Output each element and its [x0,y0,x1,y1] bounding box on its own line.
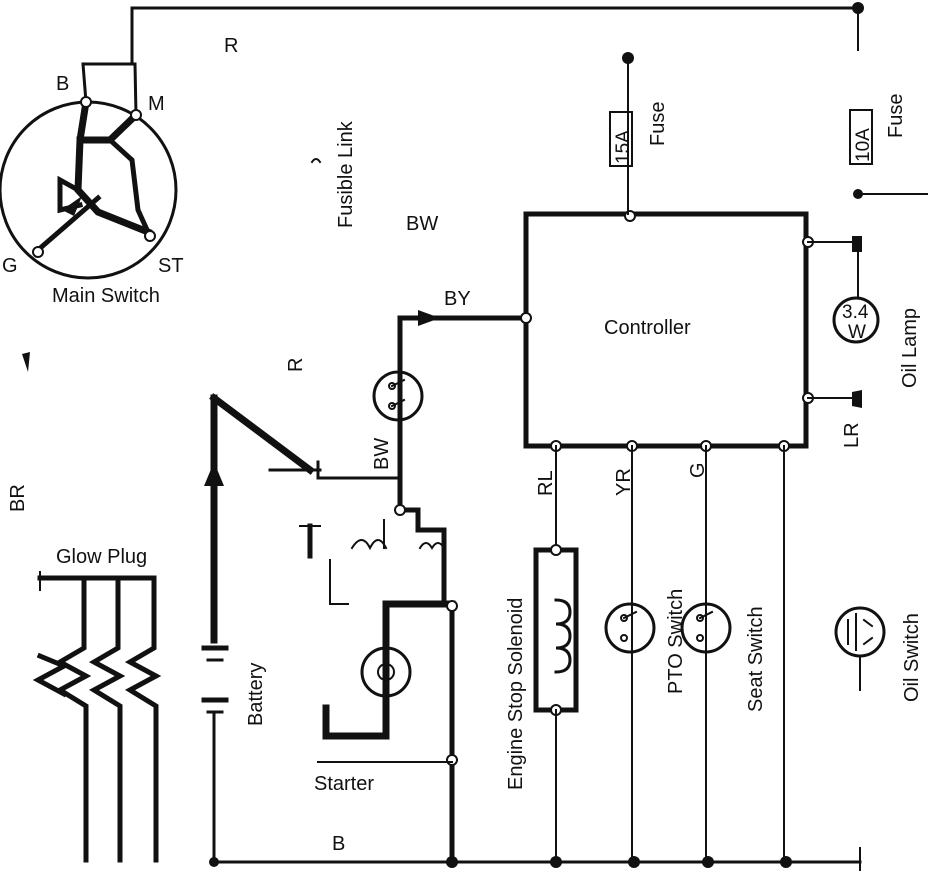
seat-switch-label: Seat Switch [745,606,767,712]
terminal-st [144,230,156,242]
terminal-m [130,109,142,121]
wire-b-bottom-label: B [332,833,345,855]
battery: Battery [201,393,322,867]
wire-r-mid-label: R [285,358,307,372]
main-switch-body [0,100,178,280]
glow-plug: Glow Plug [32,546,162,863]
pto-switch-body [604,602,656,654]
wire-lr-label: LR [841,422,863,448]
fusible-link-label: Fusible Link [335,120,357,228]
fuse-15a: 15A Fuse [609,52,669,215]
oil-lamp-label: Oil Lamp [899,308,921,388]
glow-plug-label: Glow Plug [56,546,147,568]
controller-box [523,211,809,449]
starter-motor [360,646,412,698]
engine-stop-solenoid-label: Engine Stop Solenoid [505,598,527,790]
fuse-10a-rating: 10A [853,128,874,162]
fuse-15a-label: Fuse [647,102,669,146]
fuse-10a: 10A Fuse [849,94,928,199]
starter: Starter [299,460,458,863]
controller: Controller [520,210,814,452]
oil-switch: Oil Switch [834,606,923,702]
oil-lamp-bulb [832,296,880,344]
terminal-st-label: ST [158,255,184,277]
wire-bw-mid-label: BW [371,438,393,470]
wire-rl-label: RL [535,470,557,496]
relay: BW [371,370,424,470]
main-switch-label: Main Switch [52,285,160,307]
battery-label: Battery [245,663,267,726]
oil-lamp: 3.4 W Oil Lamp LR [807,236,921,448]
terminal-b [80,96,92,108]
wire-by: BY [397,288,529,473]
glow-plug-2 [88,575,126,863]
terminal-m-label: M [148,93,165,115]
wire-bw-top-label: BW [406,213,438,235]
fuse-15a-rating: 15A [613,130,634,164]
fuse-10a-label: Fuse [885,94,907,138]
engine-stop-solenoid: Engine Stop Solenoid [505,445,579,863]
wire-yr-label: YR [613,468,635,496]
oil-switch-body [834,606,886,658]
glow-plug-3 [124,575,162,863]
oil-lamp-rating-bottom: W [848,322,866,343]
wire-r-top: R [130,2,864,66]
ground-bus: B [212,833,862,871]
main-switch: B M G ST Main Switch [0,62,184,307]
seat-switch: Seat Switch [680,445,767,863]
oil-switch-label: Oil Switch [901,613,923,702]
terminal-g [32,246,44,258]
fusible-link: Fusible Link [310,120,357,228]
pto-switch-label: PTO Switch [665,589,687,694]
terminal-b-label: B [56,73,69,95]
oil-lamp-rating-top: 3.4 [842,302,869,323]
seat-switch-body [680,602,732,654]
wire-br-label: BR [7,484,29,512]
starter-motor-frame [322,600,456,740]
wire-g-label: G [687,462,709,478]
wire-by-label: BY [444,288,471,310]
wire-r-top-label: R [224,35,238,57]
starter-label: Starter [314,773,374,795]
terminal-g-label: G [2,255,18,277]
controller-label: Controller [604,317,691,339]
pto-switch: PTO Switch [604,445,687,863]
glow-plug-1 [54,575,92,863]
